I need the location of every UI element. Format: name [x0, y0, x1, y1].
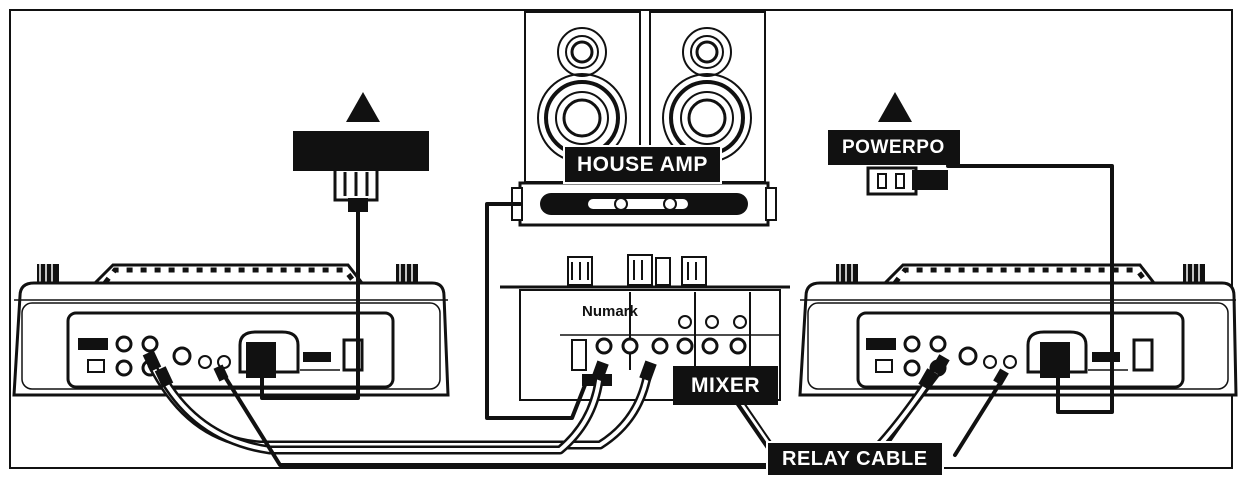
mixer-label: MIXER: [673, 366, 779, 405]
house-amp: [511, 181, 777, 227]
power-plug-left-icon: [333, 166, 379, 212]
amp-cable: [485, 202, 587, 420]
cd-player-right: [798, 263, 1238, 397]
power-cable-right: [946, 164, 1114, 414]
mixer-pointer: [733, 398, 770, 450]
power-cable-left: [260, 210, 360, 400]
mixer-brand: Numark: [582, 303, 639, 320]
power-label-right: POWERPO: [828, 130, 960, 165]
power-label-left: [293, 131, 429, 171]
house-amp-label: HOUSE AMP: [563, 145, 722, 184]
relay-cable-left: [220, 370, 774, 467]
rca-plugs-left: [142, 350, 229, 388]
relay-cable-right: [953, 378, 1004, 457]
rca-plugs-right: [918, 354, 1009, 390]
rca-plugs-mixer: [591, 360, 657, 382]
power-plug-right-icon: [866, 166, 948, 196]
warning-triangle-right-icon: [878, 92, 912, 122]
cd-player-left: [12, 263, 450, 397]
cables: [147, 164, 1114, 467]
warning-triangle-left-icon: [346, 92, 380, 122]
relay-cable-label: RELAY CABLE: [766, 441, 944, 477]
diagram-frame: [9, 9, 1233, 469]
